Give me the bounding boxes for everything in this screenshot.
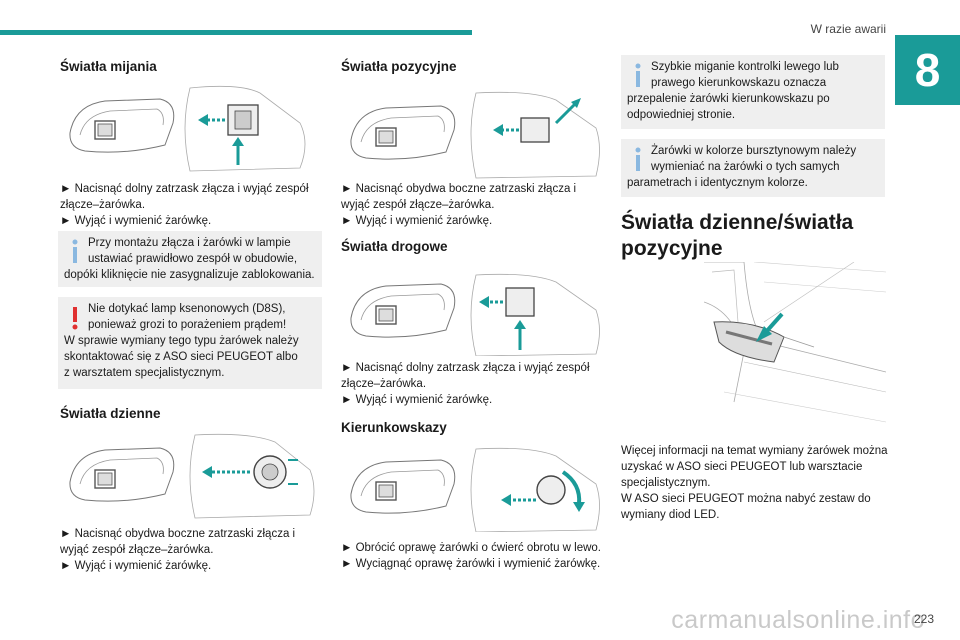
drl-info-2: uzyskać w ASO sieci PEUGEOT lub warsztac… <box>621 461 863 473</box>
position-lights-figure <box>350 91 600 179</box>
info-box-mounting: Przy montażu złącza i żarówki w lampie u… <box>58 231 322 287</box>
info-line: dopóki kliknięcie nie zasygnalizuje zabl… <box>64 269 315 281</box>
info-line: ustawiać prawidłowo zespół w obudowie, <box>88 253 298 265</box>
drl-info-3: specjalistycznym. <box>621 477 711 489</box>
info-icon <box>635 147 641 171</box>
turn-signal-step-1: ► Obrócić oprawę żarówki o ćwierć obrotu… <box>341 542 602 554</box>
heading-low-beam: Światła mijania <box>60 59 157 74</box>
info-icon <box>635 63 641 87</box>
heading-drl-position: Światła dzienne/światła pozycyjne <box>621 210 853 262</box>
info-box-amber-bulbs: Żarówki w kolorze bursztynowym należy wy… <box>621 139 885 197</box>
high-beam-figure <box>350 273 600 356</box>
info-line: prawego kierunkowskazu oznacza <box>651 77 827 89</box>
turn-signals-figure <box>350 447 600 532</box>
warning-line: ponieważ grozi to porażeniem prądem! <box>88 319 287 331</box>
info-line: Żarówki w kolorze bursztynowym należy <box>651 145 857 157</box>
warning-line: W sprawie wymiany tego typu żarówek nale… <box>64 335 299 347</box>
daytime-step-1: ► Nacisnąć obydwa boczne zatrzaski złącz… <box>60 528 296 556</box>
drl-info-1: Więcej informacji na temat wymiany żarów… <box>621 445 888 457</box>
drl-bumper-figure <box>704 262 886 423</box>
heading-daytime-lights: Światła dzienne <box>60 406 161 421</box>
warning-line: skontaktować się z ASO sieci PEUGEOT alb… <box>64 351 298 363</box>
info-line: przepalenie żarówki kierunkowskazu po <box>627 93 830 105</box>
turn-signal-step-2: ► Wyciągnąć oprawę żarówki i wymienić ża… <box>341 558 601 570</box>
heading-high-beam: Światła drogowe <box>341 239 448 254</box>
heading-position-lights: Światła pozycyjne <box>341 59 457 74</box>
heading-turn-signals: Kierunkowskazy <box>341 420 447 435</box>
info-icon <box>72 239 78 263</box>
chapter-tab: 8 <box>895 35 960 105</box>
info-line: Przy montażu złącza i żarówki w lampie <box>88 237 291 249</box>
low-beam-step-2: ► Wyjąć i wymienić żarówkę. <box>60 215 212 227</box>
info-line: odpowiedniej stronie. <box>627 109 736 121</box>
drl-info-5: wymiany diod LED. <box>621 509 720 521</box>
heading-line: pozycyjne <box>621 237 723 260</box>
position-step-2: ► Wyjąć i wymienić żarówkę. <box>341 215 493 227</box>
info-line: Szybkie miganie kontrolki lewego lub <box>651 61 839 73</box>
high-beam-step-1: ► Nacisnąć dolny zatrzask złącza i wyjąć… <box>341 362 590 390</box>
daytime-lights-figure <box>69 433 315 519</box>
warning-line: z warsztatem specjalistycznym. <box>64 367 225 379</box>
heading-line: Światła dzienne/światła <box>621 211 854 234</box>
page-number: 223 <box>913 612 934 626</box>
low-beam-figure <box>69 85 306 172</box>
header-accent-bar <box>0 30 472 35</box>
low-beam-step-1: ► Nacisnąć dolny zatrzask złącza i wyjąć… <box>60 183 309 211</box>
warning-icon <box>72 307 78 330</box>
daytime-step-2: ► Wyjąć i wymienić żarówkę. <box>60 560 212 572</box>
section-title: W razie awarii <box>810 22 886 36</box>
info-line: wymieniać na żarówki o tych samych <box>651 161 840 173</box>
warning-box-xenon: Nie dotykać lamp ksenonowych (D8S), poni… <box>58 297 322 389</box>
warning-line: Nie dotykać lamp ksenonowych (D8S), <box>88 303 286 315</box>
watermark: carmanualsonline.info <box>671 606 925 634</box>
info-box-fast-blinking: Szybkie miganie kontrolki lewego lub pra… <box>621 55 885 129</box>
high-beam-step-2: ► Wyjąć i wymienić żarówkę. <box>341 394 493 406</box>
drl-info-4: W ASO sieci PEUGEOT można nabyć zestaw d… <box>621 493 871 505</box>
position-step-1: ► Nacisnąć obydwa boczne zatrzaski złącz… <box>341 183 577 211</box>
info-line: parametrach i identycznym kolorze. <box>627 177 808 189</box>
